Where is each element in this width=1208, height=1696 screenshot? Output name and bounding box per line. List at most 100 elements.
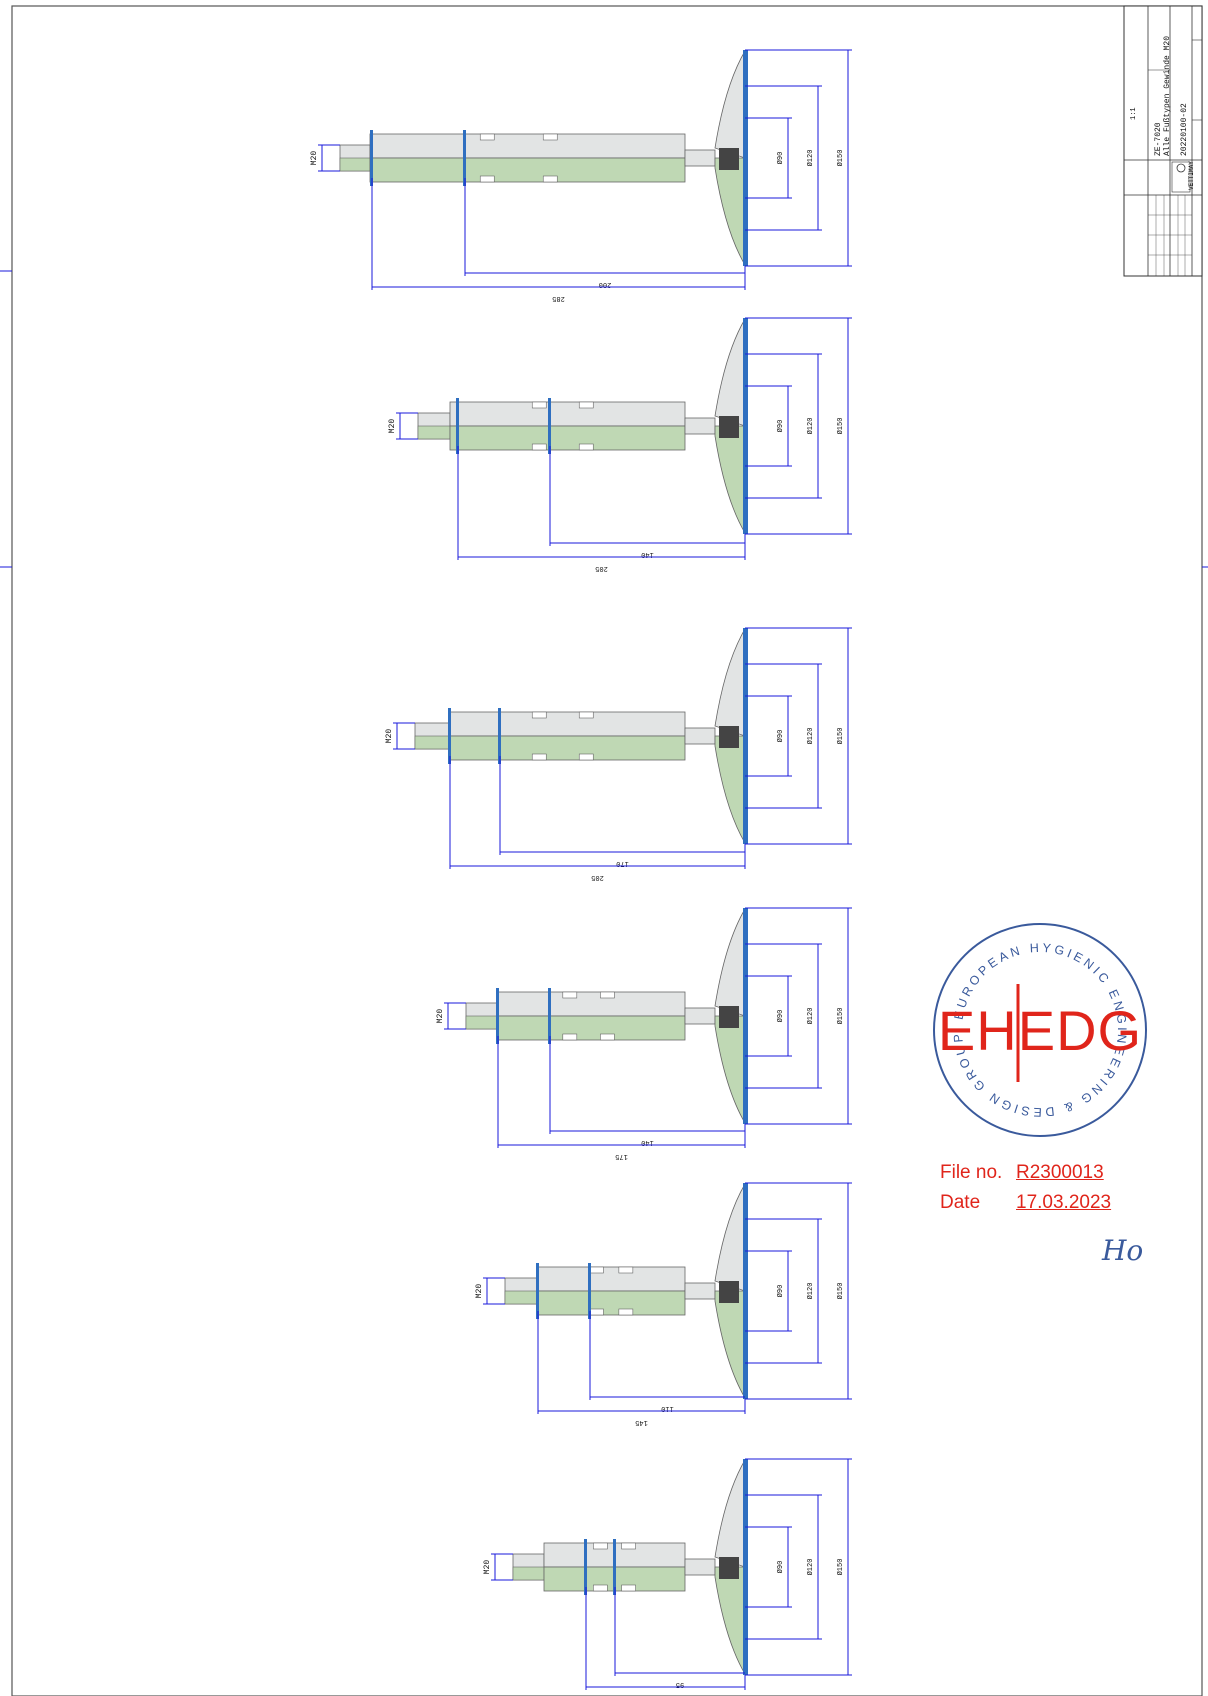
diameter-90-label: Ø90 bbox=[776, 1010, 785, 1023]
spindle-body bbox=[449, 711, 686, 737]
spindle-body-section bbox=[369, 157, 686, 183]
ball-joint bbox=[719, 1006, 739, 1028]
spindle-groove bbox=[562, 1033, 578, 1041]
ehedg-certification-stamp: EUROPEAN HYGIENIC ENGINEERING & DESIGN G… bbox=[933, 923, 1147, 1137]
rod-lower-half bbox=[339, 157, 371, 172]
length-inner-label: 170 bbox=[616, 859, 629, 867]
scale-value: 1:1 bbox=[1130, 107, 1138, 120]
seal-ring bbox=[463, 130, 466, 186]
diameter-150-label: Ø150 bbox=[836, 1008, 845, 1025]
svg-text:Ho: Ho bbox=[1101, 1234, 1143, 1267]
rod-lower-half bbox=[465, 1015, 498, 1030]
diameter-120-label: Ø120 bbox=[806, 1008, 815, 1025]
length-outer-label: 145 bbox=[635, 1418, 648, 1426]
foot-dome bbox=[714, 49, 746, 159]
spindle-groove bbox=[578, 401, 594, 409]
thread-size-label: M20 bbox=[385, 729, 394, 744]
foot-dome bbox=[714, 1458, 746, 1568]
foot-base-plate bbox=[743, 1459, 748, 1675]
thread-size-label: M20 bbox=[483, 1560, 492, 1575]
length-inner-label: 110 bbox=[661, 1404, 674, 1412]
foot-neck bbox=[684, 149, 716, 167]
spindle-groove bbox=[479, 175, 495, 183]
foot-dome bbox=[714, 317, 746, 427]
foot-neck bbox=[684, 1282, 716, 1300]
length-outer-label: 175 bbox=[615, 1152, 628, 1160]
drawing-number: 20220100-02 bbox=[1180, 103, 1189, 156]
seal-ring bbox=[496, 988, 499, 1044]
certification-details: File no. R2300013 Date 17.03.2023 bbox=[940, 1158, 1111, 1218]
foot-base-plate bbox=[743, 318, 748, 534]
length-inner-label: 95 bbox=[676, 1680, 684, 1688]
drawing-frame bbox=[11, 5, 1203, 1696]
foot-dome-section bbox=[714, 425, 746, 535]
spindle-groove bbox=[621, 1542, 636, 1550]
diameter-90-label: Ø90 bbox=[776, 730, 785, 743]
foot-dome-section bbox=[714, 1290, 746, 1400]
spindle-groove bbox=[621, 1584, 636, 1592]
spindle-body bbox=[496, 991, 686, 1017]
spindle-groove bbox=[593, 1584, 608, 1592]
foot-dome bbox=[714, 627, 746, 737]
spindle-body-section bbox=[496, 1015, 686, 1041]
seal-ring bbox=[536, 1263, 539, 1319]
foot-dome bbox=[714, 907, 746, 1017]
brand-logo bbox=[1171, 161, 1191, 193]
foot-base-plate bbox=[743, 50, 748, 266]
seal-ring bbox=[456, 398, 459, 454]
thread-size-label: M20 bbox=[436, 1009, 445, 1024]
foot-neck bbox=[684, 1558, 716, 1576]
foot-dome-section bbox=[714, 1015, 746, 1125]
diameter-120-label: Ø120 bbox=[806, 1283, 815, 1300]
foot-base-plate bbox=[743, 908, 748, 1124]
rod-lower-half bbox=[414, 735, 451, 750]
ball-joint bbox=[719, 148, 739, 170]
ball-joint bbox=[719, 726, 739, 748]
foot-dome bbox=[714, 1182, 746, 1292]
file-no-label: File no. bbox=[940, 1162, 1003, 1183]
diameter-90-label: Ø90 bbox=[776, 152, 785, 165]
spindle-groove bbox=[542, 175, 558, 183]
spindle-body-section bbox=[449, 425, 686, 451]
brand-name: VETTIMAY bbox=[1188, 161, 1195, 190]
part-number: ZE-7020 bbox=[1154, 122, 1163, 156]
ball-joint bbox=[719, 1281, 739, 1303]
length-inner-label: 140 bbox=[641, 550, 654, 558]
diameter-150-label: Ø150 bbox=[836, 728, 845, 745]
ehedg-logo: EHEDG bbox=[938, 999, 1142, 1062]
diameter-150-label: Ø150 bbox=[836, 418, 845, 435]
foot-neck bbox=[684, 1007, 716, 1025]
foot-base-plate bbox=[743, 628, 748, 844]
length-outer-label: 205 bbox=[595, 564, 608, 572]
ball-joint bbox=[719, 1557, 739, 1579]
spindle-body-section bbox=[537, 1290, 686, 1316]
spindle-groove bbox=[589, 1308, 604, 1316]
spindle-groove bbox=[479, 133, 495, 141]
seal-ring bbox=[548, 988, 551, 1044]
spindle-groove bbox=[600, 991, 615, 999]
spindle-groove bbox=[618, 1266, 634, 1274]
seal-ring bbox=[370, 130, 373, 186]
certification-date: 17.03.2023 bbox=[1016, 1192, 1112, 1213]
date-label: Date bbox=[940, 1192, 981, 1213]
foot-dome-section bbox=[714, 157, 746, 267]
diameter-120-label: Ø120 bbox=[806, 150, 815, 167]
signature: Ho bbox=[1101, 1234, 1143, 1267]
foot-neck bbox=[684, 727, 716, 745]
spindle-groove bbox=[562, 991, 578, 999]
diameter-90-label: Ø90 bbox=[776, 1561, 785, 1574]
spindle-groove bbox=[542, 133, 558, 141]
length-outer-label: 115 bbox=[659, 1694, 672, 1696]
rod-lower-half bbox=[504, 1290, 539, 1305]
seal-ring bbox=[584, 1539, 587, 1595]
diameter-120-label: Ø120 bbox=[806, 1559, 815, 1576]
diameter-120-label: Ø120 bbox=[806, 418, 815, 435]
spindle-body bbox=[537, 1266, 686, 1292]
spindle-groove bbox=[531, 443, 547, 451]
diameter-150-label: Ø150 bbox=[836, 1559, 845, 1576]
diameter-90-label: Ø90 bbox=[776, 1285, 785, 1298]
diameter-90-label: Ø90 bbox=[776, 420, 785, 433]
file-number: R2300013 bbox=[1016, 1162, 1104, 1183]
